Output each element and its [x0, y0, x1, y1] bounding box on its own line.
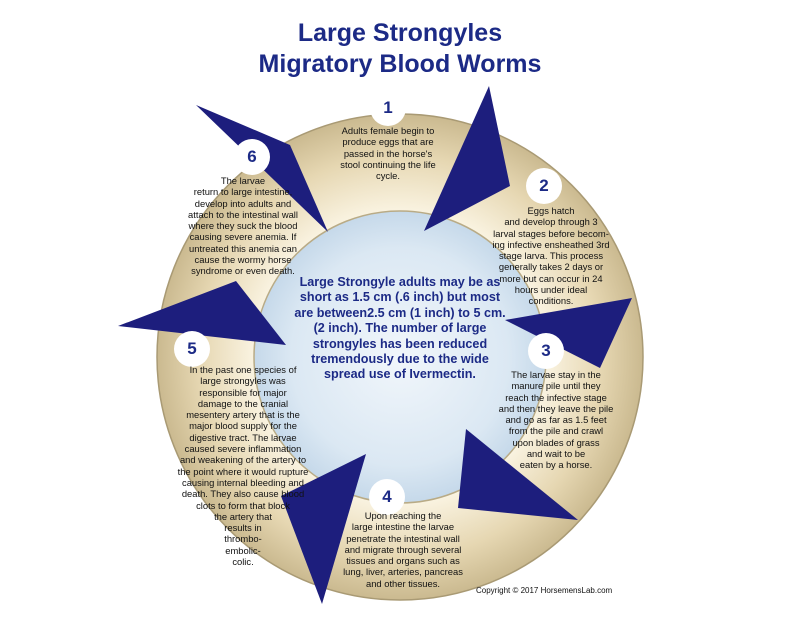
- step-number-1: 1: [370, 90, 406, 126]
- arrow-step-2-to-3: [505, 298, 632, 368]
- diagram-title-line2: Migratory Blood Worms: [258, 50, 542, 78]
- step-number-5: 5: [174, 331, 210, 367]
- step-number-2: 2: [526, 168, 562, 204]
- arrow-step-4-to-5: [281, 454, 366, 604]
- arrow-step-3-to-4: [458, 429, 578, 520]
- arrow-step-5-to-6: [118, 281, 286, 345]
- center-summary-text: Large Strongyle adults may be as short a…: [294, 275, 506, 382]
- step-number-4: 4: [369, 479, 405, 515]
- diagram-title-line1: Large Strongyles: [297, 19, 503, 47]
- step-text-6: The larvae return to large intestine, de…: [188, 175, 298, 277]
- step-number-3: 3: [528, 333, 564, 369]
- step-text-5: In the past one species of large strongy…: [177, 364, 309, 568]
- step-text-3: The larvae stay in the manure pile until…: [498, 369, 614, 471]
- step-text-2: Eggs hatch and develop through 3 larval …: [492, 205, 610, 307]
- arrow-step-1-to-2: [424, 86, 510, 231]
- step-text-1: Adults female begin to produce eggs that…: [340, 125, 436, 182]
- step-number-6: 6: [234, 139, 270, 175]
- step-text-4: Upon reaching the large intestine the la…: [343, 510, 463, 589]
- copyright-notice: Copyright © 2017 HorsemensLab.com: [476, 586, 613, 595]
- cycle-arrows: [118, 86, 632, 604]
